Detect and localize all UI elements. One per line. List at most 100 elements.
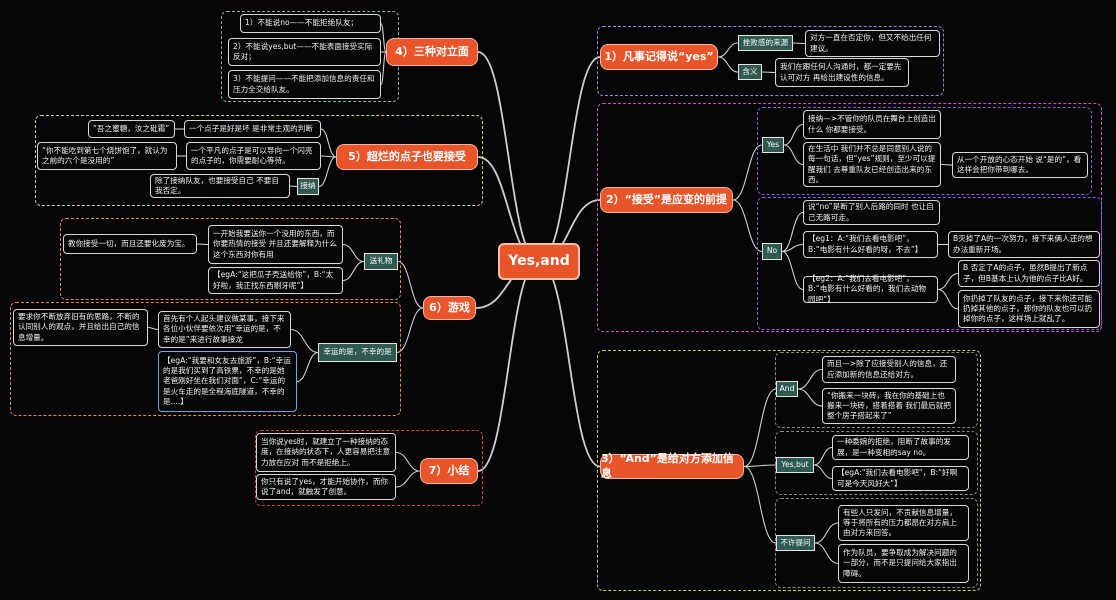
note[interactable]: 【egA:“我要和女友去旅游”，B:“幸运的是我们买到了高铁票，不幸的是她老爸刚… [158,351,297,412]
note[interactable]: 【egA:“我们去看电影吧”，B:“好啊 可是今天风好大”】 [832,466,969,491]
central-topic[interactable]: Yes,and [498,243,580,280]
tag-yes-but[interactable]: Yes,but [776,457,814,473]
connector-line [380,22,387,53]
connector-line [814,522,839,544]
note[interactable]: 教你接受一切，而且还要化废为宝。 [63,234,197,254]
branch-4-opposites[interactable]: 4）三种对立面 [386,38,478,66]
tag-no[interactable]: No [762,243,782,260]
connector-line [743,388,777,468]
note[interactable]: “吾之蜜糖，汝之砒霜” [88,120,175,138]
branch-1-yes[interactable]: 1）凡事记得说“yes” [600,44,718,70]
connector-line [397,260,424,309]
branch-frame [757,197,1102,330]
note[interactable]: 要求你不断放弃旧有的思路，不断的认同别人的观点，并且给出自己的信息增量。 [13,309,148,346]
branch-frame [597,350,981,591]
tag-accept[interactable]: 接纳 [297,178,319,195]
tag-no-questions[interactable]: 不许提问 [776,535,815,551]
branch-3-and[interactable]: 3）“And”是给对方添加信息 [600,452,744,480]
connector-line [289,185,298,188]
note[interactable]: 3）不能提问——不能把添加信息的责任和压力全交给队友。 [228,70,381,99]
note[interactable]: 当你说yes时，就建立了一种接纳的态度，在接纳的状态下，人更容易把注意力放在应对… [256,433,396,472]
note[interactable]: 我们在跟任何人沟通时，都一定要先认可对方 再给出建设性的信息。 [775,58,909,87]
branch-frame [35,115,483,206]
connector-line [937,272,959,291]
note[interactable]: 一开始我要送你一个没用的东西，而你要热情的接受 并且还要解释为什么这个东西对你有… [208,225,343,264]
branch-frame [10,302,401,416]
note[interactable]: 说“no”是断了别人后路的同时 也让自己无路可走。 [803,200,940,225]
note[interactable]: 首先有个人起头建议做某事，接下来各位小伙伴要依次用“幸运的是，不幸的是”来进行故… [158,311,291,348]
connector-line [743,465,777,544]
connector-line [395,451,421,472]
note[interactable]: 【egA:“这把瓜子壳送给你”，B:“太好啦，我正找东西剔牙呢”】 [208,267,343,294]
note[interactable]: 而且—>除了应接受别人的信息，还应添加新的信息还给对方。 [822,356,956,383]
note[interactable]: 除了接纳队友，也要接受自己 不要自我否定。 [150,174,290,198]
connector-line [320,128,337,158]
branch-frame [60,218,401,300]
branch-frame [597,26,944,96]
connector-line [380,51,387,86]
branch-frame [775,431,978,495]
note[interactable]: 你只有说了yes，才能开始协作，而你说了and，就触发了创意。 [256,474,396,500]
note[interactable]: B灭掉了A的一次努力，接下来俩人还的想办法重新开场。 [948,231,1100,258]
tag-fortunately[interactable]: 幸运的是，不幸的是 [318,343,397,362]
connector-line [814,542,839,565]
tag-frustration-source[interactable]: 挫败感的来源 [738,35,793,51]
connector-line [717,42,739,58]
note[interactable]: “你不能吃到第七个烧饼饱了，就认为之前的六个是没用的” [37,142,177,170]
connector-line [732,199,763,253]
connector-line [940,163,953,166]
connector-line [797,368,823,390]
note[interactable]: 对方一直在否定你，但又不给出任何建议。 [805,30,940,57]
note[interactable]: “你搬来一块砖，我在你的基础上也搬来一块砖，搭着搭着 我们最后就把整个房子搭起来… [822,388,956,424]
branch-frame [775,352,978,428]
note[interactable]: 一个平凡的点子是可以导向一个闪亮的点子的，你需要耐心等待。 [186,142,321,170]
note[interactable]: 【eg2：A:“我们去看电影吧”，B:“电影有什么好看的，我们去动物园吧”】 [803,274,938,304]
connector-line [813,446,833,466]
tag-and[interactable]: And [776,381,798,397]
connector-line [792,42,806,45]
branch-frame [255,430,483,506]
connector-line [813,464,833,480]
tag-gift[interactable]: 送礼物 [364,253,398,270]
connector-line [342,243,365,263]
connector-line [783,123,804,146]
note[interactable]: 一种委婉的拒绝，阻断了故事的发展，是一种变相的say no。 [832,435,969,460]
note[interactable]: 一个点子是好是坏 是非常主观的判断 [184,120,321,138]
connector-line [477,51,540,263]
connector-line [797,388,823,407]
connector-line [290,328,319,354]
connector-line [732,144,763,201]
connector-line [761,71,776,74]
tag-meaning[interactable]: 含义 [738,64,762,80]
note[interactable]: B 否定了A的点子，虽然B提出了新点子，但B基本上认为他的点子比A好。 [958,260,1100,287]
branch-5-bad-ideas[interactable]: 5）超烂的点子也要接受 [336,144,478,170]
connector-line [318,156,337,188]
note[interactable]: 有些人只发问，不贡献信息增量，等于将所有的压力都昂在对方肩上由对方来回答。 [838,505,969,541]
note[interactable]: 你扔掉了队友的点子，接下来你还可能扔掉其他的点子，那你的队友也可以扔掉你的点子，… [958,290,1100,328]
branch-frame [757,107,1092,195]
note[interactable]: 接纳—>不管你的队员在舞台上创造出什么 你都要接受。 [803,110,941,139]
connector-line [781,243,804,253]
note[interactable]: 从一个开放的心态开始 说“是的”，看这样会把你带到哪去。 [952,152,1088,178]
connector-line [783,144,804,166]
note[interactable]: 2）不能说yes,but——不能表面接受实际反对； [228,38,381,66]
note[interactable]: 1）不能说no——不能拒绝队友； [240,14,381,33]
branch-frame [775,498,978,588]
branch-2-accept[interactable]: 2）“接受”是应变的前提 [600,187,733,213]
note[interactable]: 作为队员，要争取成为解决问题的一部分，而不是只提问给大家指出障碍。 [838,544,969,583]
connector-line [781,211,804,253]
connector-line [743,464,777,468]
branch-7-summary[interactable]: 7）小结 [420,458,478,484]
connector-line [196,243,209,246]
connector-line [937,288,959,310]
note[interactable]: 在生活中 我们并不总是同意别人说的每一句话，但“yes”规则，至少可以提醒我们 … [803,142,941,187]
connector-line [147,326,159,331]
connector-line [342,260,365,282]
note[interactable]: 【eg1：A:“我们去看电影吧”，B:“电影有什么好看的呀，不去”】 [803,231,938,258]
tag-yes[interactable]: Yes [762,137,784,153]
connector-line [477,260,540,472]
connector-line [781,250,804,291]
branch-6-games[interactable]: 6）游戏 [423,296,476,320]
connector-line [395,470,421,488]
